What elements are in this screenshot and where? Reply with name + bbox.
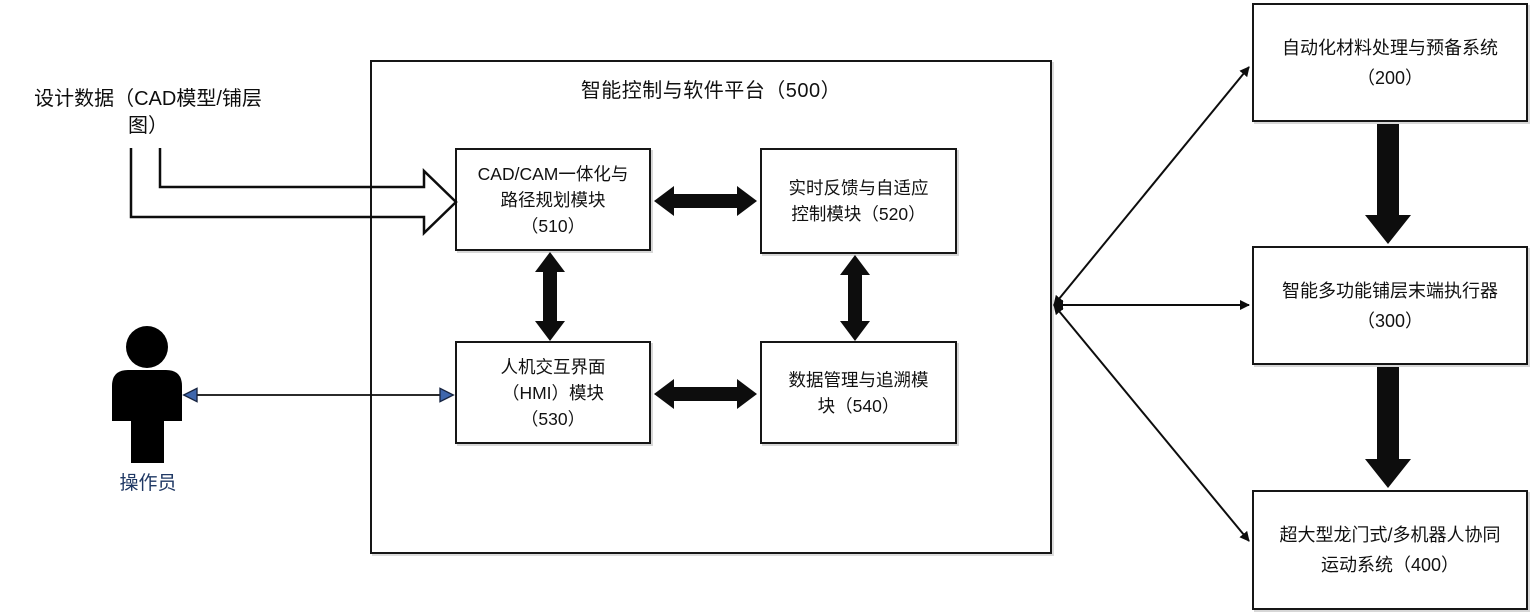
- system-300-line2: （300）: [1356, 310, 1424, 331]
- system-300-line1: 智能多功能铺层末端执行器: [1282, 280, 1498, 301]
- module-520-line2: 控制模块（520）: [791, 204, 926, 224]
- system-box-200: 自动化材料处理与预备系统 （200）: [1252, 3, 1528, 122]
- system-400-line2: 运动系统（400）: [1320, 555, 1460, 575]
- module-510-line1: CAD/CAM一体化与: [477, 163, 629, 184]
- design-data-line1: 设计数据（CAD模型/铺层: [34, 88, 262, 110]
- connector-hub-200: [1053, 66, 1250, 306]
- module-510-line2: 路径规划模块: [500, 189, 606, 210]
- flow-arrow-200-300: [1365, 124, 1411, 244]
- platform-box-500: 智能控制与软件平台（500）: [370, 60, 1052, 554]
- design-data-label: 设计数据（CAD模型/铺层 图）: [6, 86, 290, 140]
- design-data-line2: 图）: [128, 115, 168, 137]
- flow-arrow-300-400: [1365, 367, 1411, 488]
- operator-label: 操作员: [119, 473, 177, 494]
- module-530-line1: 人机交互界面: [500, 356, 606, 377]
- system-200-line2: （200）: [1356, 67, 1424, 88]
- module-box-530: 人机交互界面 （HMI）模块 （530）: [455, 341, 651, 444]
- module-box-540: 数据管理与追溯模 块（540）: [760, 341, 957, 444]
- module-510-line3: （510）: [520, 215, 586, 236]
- module-530-line2: （HMI）模块: [501, 382, 605, 403]
- system-box-300: 智能多功能铺层末端执行器 （300）: [1252, 246, 1528, 365]
- module-box-520: 实时反馈与自适应 控制模块（520）: [760, 148, 957, 254]
- module-520-line1: 实时反馈与自适应: [788, 178, 929, 198]
- system-200-line1: 自动化材料处理与预备系统: [1282, 37, 1498, 58]
- platform-title: 智能控制与软件平台（500）: [580, 80, 842, 102]
- system-box-400: 超大型龙门式/多机器人协同 运动系统（400）: [1252, 490, 1528, 610]
- connector-hub-400: [1053, 304, 1250, 542]
- module-540-line2: 块（540）: [817, 395, 900, 416]
- module-540-line1: 数据管理与追溯模: [788, 369, 929, 390]
- module-530-line3: （530）: [520, 408, 586, 429]
- operator-icon: [112, 326, 182, 463]
- system-400-line1: 超大型龙门式/多机器人协同: [1279, 525, 1501, 545]
- module-box-510: CAD/CAM一体化与 路径规划模块 （510）: [455, 148, 651, 251]
